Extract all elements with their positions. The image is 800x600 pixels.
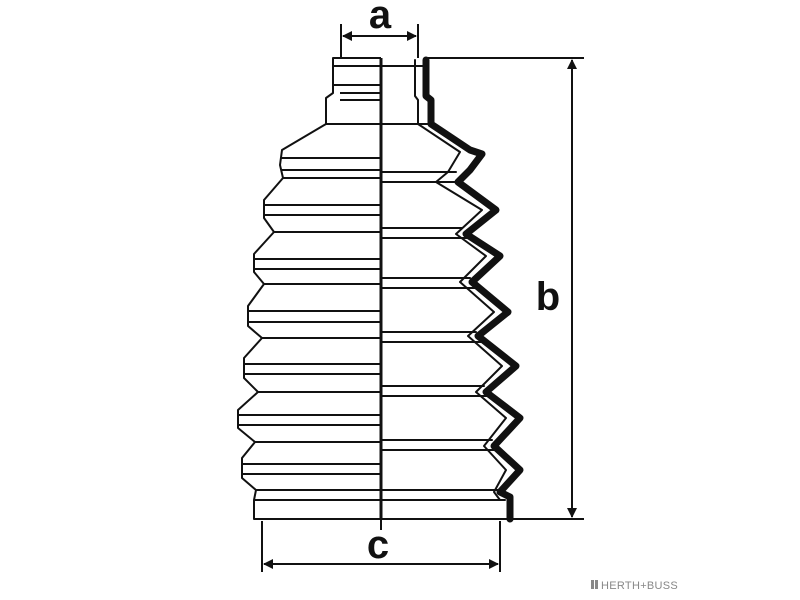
brand-mark-icon bbox=[591, 580, 598, 589]
dimension-b-label: b bbox=[536, 275, 560, 319]
dimension-a-label: a bbox=[369, 0, 392, 37]
dimension-c bbox=[261, 521, 501, 572]
watermark-text: HERTH+BUSS bbox=[601, 580, 678, 592]
dimension-b bbox=[428, 57, 584, 520]
dimension-a bbox=[340, 24, 419, 58]
dimension-c-label: c bbox=[367, 523, 389, 567]
boot-left-outline bbox=[237, 57, 381, 520]
watermark: HERTH+BUSS bbox=[591, 580, 678, 592]
boot-right-section bbox=[380, 56, 524, 523]
